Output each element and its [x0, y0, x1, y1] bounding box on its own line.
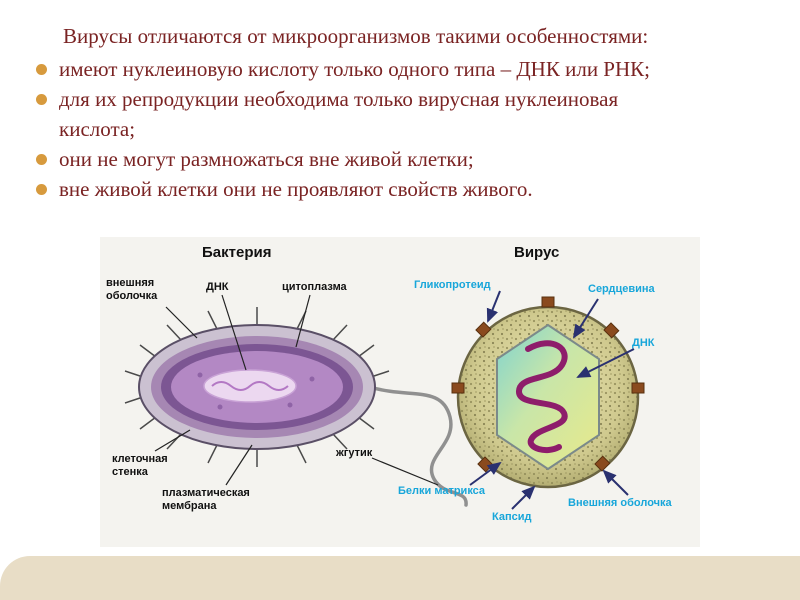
- virus-core-hexagon: [496, 323, 600, 471]
- figure-drawing: [124, 290, 645, 510]
- label-plasma-membrane: плазматическая мембрана: [162, 487, 250, 512]
- bullet-item: вне живой клетки они не проявляют свойст…: [36, 174, 780, 204]
- bullet-icon: [36, 184, 47, 195]
- virus-title: Вирус: [514, 244, 560, 261]
- virus-dna-coil: [516, 340, 568, 453]
- bullet-text: вне живой клетки они не проявляют свойст…: [59, 177, 533, 201]
- label-matrix-proteins: Белки матрикса: [398, 485, 486, 497]
- bullet-text: имеют нуклеиновую кислоту только одного …: [59, 57, 650, 81]
- label-cell-wall: клеточная стенка: [112, 453, 168, 478]
- label-glycoprotein: Гликопротеид: [414, 279, 491, 291]
- flagellum: [368, 385, 468, 507]
- label-capsid: Капсид: [492, 511, 532, 523]
- label-outer-membrane: внешняя оболочка: [106, 277, 158, 302]
- bacteria-pointer-lines: [154, 294, 439, 486]
- bullet-item: имеют нуклеиновую кислоту только одного …: [36, 54, 780, 84]
- bullet-text: они не могут размножаться вне живой клет…: [59, 147, 474, 171]
- bullet-item: для их репродукции необходима только вир…: [36, 84, 780, 144]
- label-virus-dna: ДНК: [632, 337, 655, 349]
- bacteria-cell: [138, 324, 376, 450]
- bacteria-diagram: [124, 294, 468, 507]
- label-core: Сердцевина: [588, 283, 655, 295]
- bacteria-pili: [124, 307, 390, 467]
- virus-arrows: [469, 290, 635, 510]
- footer-band: [0, 556, 800, 600]
- bullet-icon: [36, 154, 47, 165]
- label-bacteria-dna: ДНК: [206, 281, 229, 293]
- bullet-list: имеют нуклеиновую кислоту только одного …: [36, 54, 780, 204]
- bullet-item: они не могут размножаться вне живой клет…: [36, 144, 780, 174]
- bullet-icon: [36, 64, 47, 75]
- comparison-figure: Бактерия Вирус внешняя оболочка ДНК цито…: [100, 237, 700, 547]
- label-flagellum: жгутик: [336, 447, 373, 459]
- label-cytoplasm: цитоплазма: [282, 281, 347, 293]
- bullet-text: для их репродукции необходима только вир…: [59, 87, 619, 141]
- bullet-icon: [36, 94, 47, 105]
- bacteria-title: Бактерия: [202, 244, 272, 261]
- slide-title: Вирусы отличаются от микроорганизмов так…: [63, 24, 649, 48]
- virus-diagram: [451, 290, 645, 510]
- label-outer-envelope: Внешняя оболочка: [568, 497, 672, 509]
